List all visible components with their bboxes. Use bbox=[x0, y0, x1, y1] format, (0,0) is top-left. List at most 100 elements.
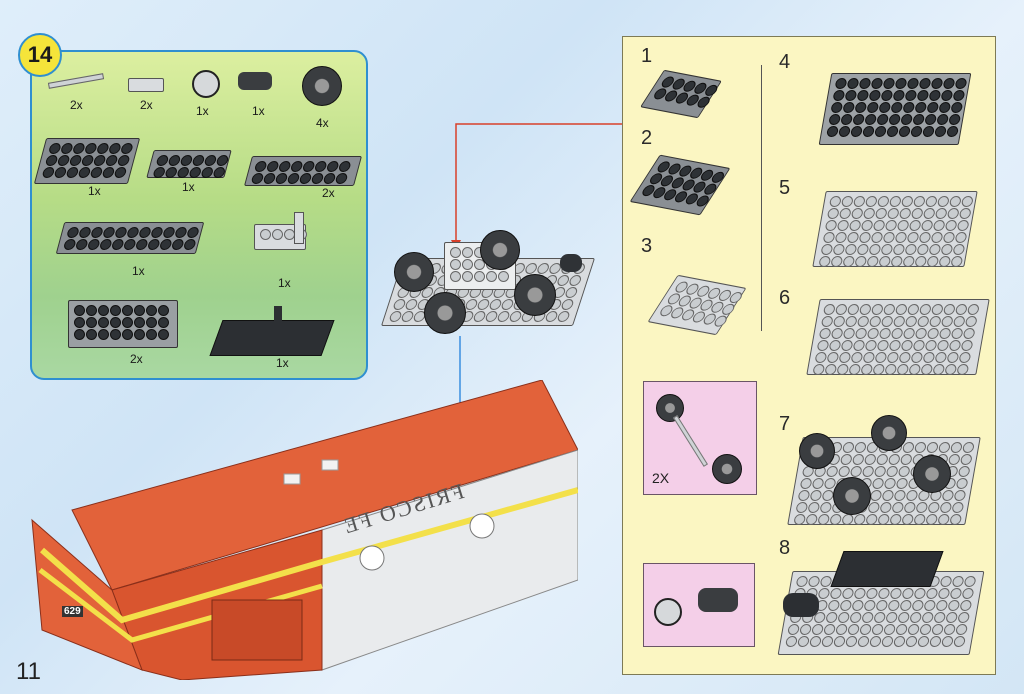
stud bbox=[950, 328, 964, 339]
stud bbox=[937, 442, 951, 453]
stud bbox=[892, 316, 906, 327]
stud bbox=[922, 352, 936, 363]
stud bbox=[955, 624, 969, 635]
stud bbox=[910, 126, 924, 137]
stud bbox=[853, 514, 867, 525]
stud bbox=[901, 442, 915, 453]
stud bbox=[864, 196, 878, 207]
stud bbox=[122, 329, 133, 340]
stud bbox=[834, 232, 848, 243]
stud bbox=[913, 514, 927, 525]
loco-porthole bbox=[469, 513, 495, 539]
stud bbox=[811, 624, 825, 635]
loco-grille bbox=[211, 599, 303, 661]
stud bbox=[858, 78, 872, 89]
stud bbox=[929, 636, 942, 647]
stud bbox=[564, 287, 579, 298]
stud bbox=[904, 90, 918, 101]
stud bbox=[962, 328, 976, 339]
stud bbox=[902, 256, 916, 267]
stud bbox=[862, 352, 876, 363]
loco-roof-tile bbox=[321, 459, 339, 471]
stud bbox=[814, 352, 828, 363]
stud bbox=[938, 102, 952, 113]
stud bbox=[894, 304, 908, 315]
part-round-brick bbox=[192, 70, 220, 98]
stud bbox=[462, 271, 473, 282]
stud bbox=[818, 328, 832, 339]
stud bbox=[830, 328, 844, 339]
stud bbox=[122, 317, 133, 328]
stud bbox=[840, 114, 854, 125]
stud bbox=[886, 352, 900, 363]
stud bbox=[842, 256, 856, 267]
stud bbox=[908, 364, 922, 375]
panel-divider bbox=[761, 65, 762, 331]
stud bbox=[849, 612, 863, 623]
stud bbox=[934, 208, 948, 219]
stud bbox=[866, 328, 880, 339]
part-wheel bbox=[302, 66, 342, 106]
stud bbox=[961, 442, 975, 453]
stud bbox=[891, 502, 905, 513]
stud bbox=[852, 114, 866, 125]
stud bbox=[856, 244, 870, 255]
stud bbox=[912, 114, 926, 125]
stud bbox=[902, 102, 916, 113]
stud bbox=[793, 514, 807, 525]
coupler-assembled bbox=[783, 593, 819, 617]
stud bbox=[954, 232, 968, 243]
stud bbox=[86, 329, 97, 340]
stud bbox=[849, 466, 863, 477]
stud bbox=[862, 126, 876, 137]
stud bbox=[828, 114, 842, 125]
stud bbox=[853, 588, 867, 599]
stud bbox=[904, 316, 918, 327]
stud bbox=[919, 624, 933, 635]
loco-yellow-stripe bbox=[40, 487, 579, 624]
stud bbox=[816, 340, 830, 351]
stud bbox=[825, 466, 839, 477]
stud bbox=[888, 196, 902, 207]
stud bbox=[823, 624, 837, 635]
stud bbox=[938, 328, 952, 339]
stud bbox=[854, 328, 868, 339]
stud bbox=[847, 624, 861, 635]
stud bbox=[842, 102, 856, 113]
stud bbox=[560, 299, 575, 310]
axle-wheel bbox=[712, 454, 742, 484]
stud bbox=[74, 329, 85, 340]
stud bbox=[914, 256, 928, 267]
stud bbox=[146, 317, 157, 328]
stud bbox=[837, 466, 851, 477]
stud bbox=[836, 220, 850, 231]
stud bbox=[964, 316, 978, 327]
stud bbox=[864, 340, 878, 351]
part-axle-pin bbox=[294, 212, 304, 244]
stud bbox=[942, 232, 956, 243]
stud bbox=[828, 196, 842, 207]
stud bbox=[883, 624, 897, 635]
part-qty: 1x bbox=[252, 104, 265, 118]
stud bbox=[940, 90, 954, 101]
stud bbox=[158, 305, 169, 316]
stud bbox=[875, 454, 889, 465]
stud bbox=[903, 502, 917, 513]
stud bbox=[900, 340, 914, 351]
stud bbox=[917, 636, 930, 647]
stud bbox=[834, 78, 848, 89]
stud bbox=[957, 612, 971, 623]
stud bbox=[863, 454, 877, 465]
stud bbox=[110, 305, 121, 316]
stud bbox=[942, 304, 956, 315]
stud bbox=[851, 454, 865, 465]
stud bbox=[936, 340, 950, 351]
stud bbox=[858, 232, 872, 243]
stud bbox=[874, 126, 888, 137]
stud bbox=[894, 78, 908, 89]
stud bbox=[922, 126, 936, 137]
stud bbox=[795, 502, 809, 513]
stud bbox=[158, 317, 169, 328]
substep-wheel bbox=[913, 455, 951, 493]
stud bbox=[146, 329, 157, 340]
